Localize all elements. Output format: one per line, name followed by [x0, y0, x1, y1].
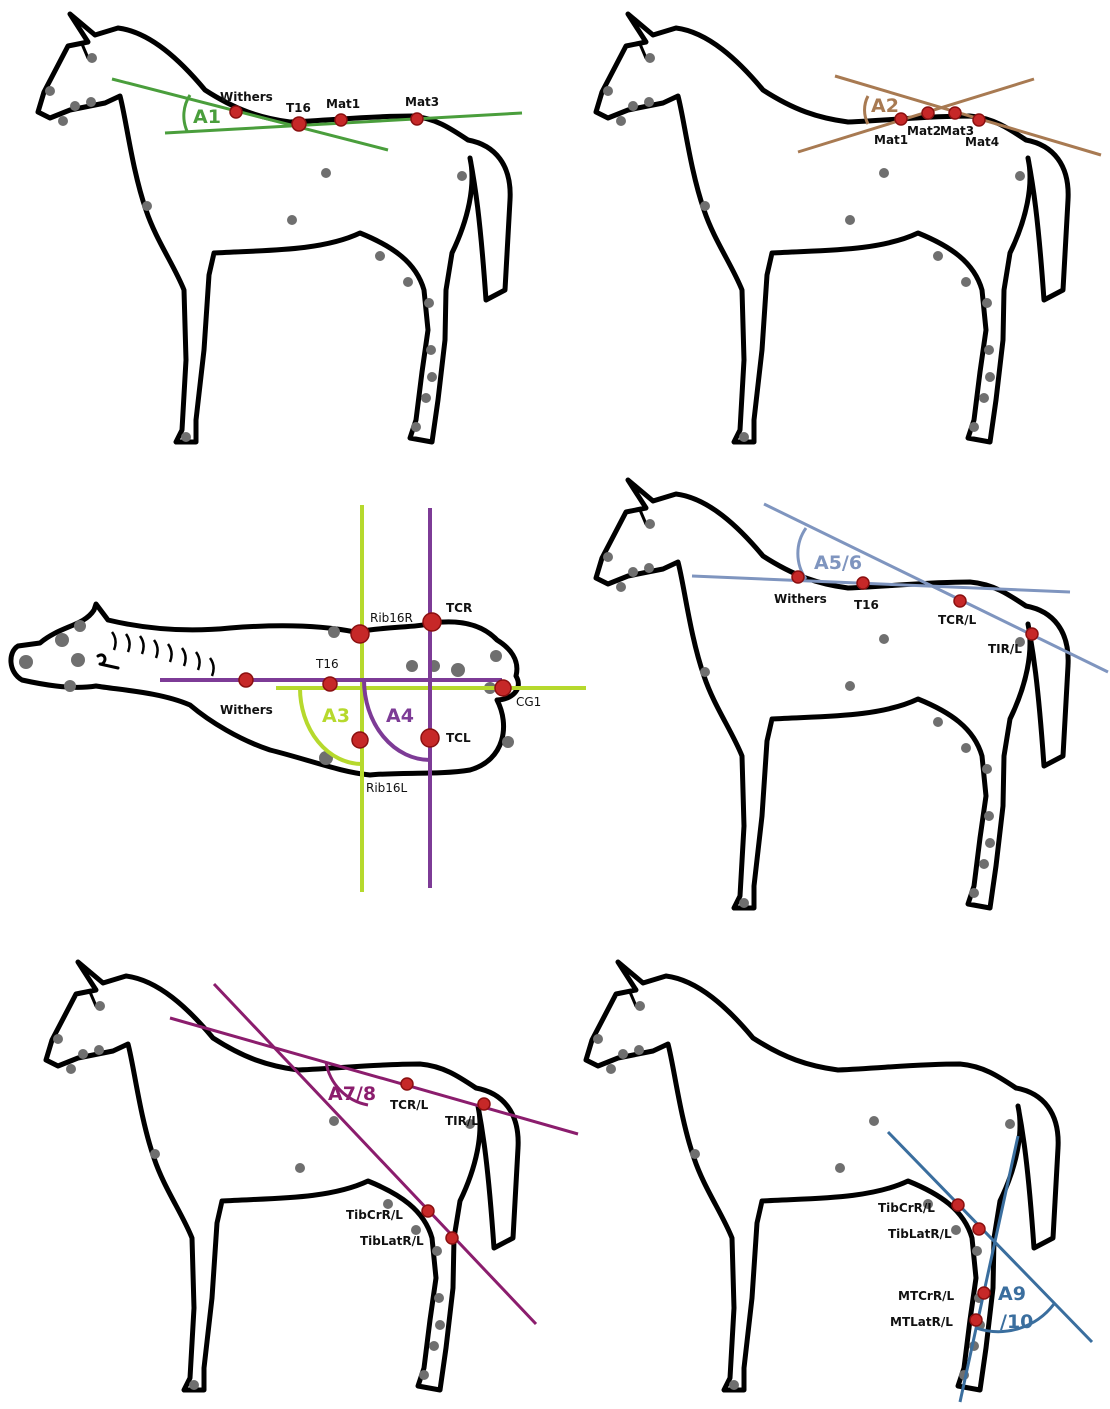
mat3-label: Mat3: [405, 95, 439, 109]
tiblat-landmark: [446, 1232, 458, 1244]
mat3-landmark: [411, 113, 423, 125]
angle-a78-label: A7/8: [328, 1083, 376, 1105]
marker-dots: [45, 53, 467, 442]
a78-line-pelvis: [170, 1018, 578, 1134]
tiblat-label: TibLatR/L: [360, 1234, 424, 1248]
tcl-label: TCL: [446, 731, 471, 745]
panel-1-a1: A1 Withers T16 Mat1 Mat3: [38, 14, 522, 442]
cg1-landmark: [495, 680, 511, 696]
withers-landmark: [230, 106, 242, 118]
mat1-label: Mat1: [326, 97, 360, 111]
t16-label: T16: [315, 657, 339, 671]
tcr-landmark: [401, 1078, 413, 1090]
tir-landmark: [1026, 628, 1038, 640]
mat4-label: Mat4: [965, 135, 999, 149]
withers-label: Withers: [220, 703, 273, 717]
t16-label: T16: [286, 101, 311, 115]
horse-outline: [46, 962, 518, 1390]
angle-a4-label: A4: [386, 705, 414, 727]
tcr-label: TCR/L: [938, 613, 977, 627]
horse-top-eye: [98, 655, 105, 664]
panel-2-a2: A2 Mat1 Mat2 Mat3 Mat4: [596, 14, 1101, 442]
horse-outline: [596, 480, 1068, 908]
rib16l-landmark: [352, 732, 368, 748]
horse-outline: [596, 14, 1068, 442]
tir-label: TIR/L: [988, 642, 1022, 656]
mat1-landmark: [335, 114, 347, 126]
panel-5-a78: A7/8 TCR/L TIR/L TibCrR/L TibLatR/L: [46, 962, 578, 1390]
tibcr-label: TibCrR/L: [346, 1208, 403, 1222]
horse-top-mouth: [100, 664, 118, 668]
rib16r-label: Rib16R: [370, 611, 413, 625]
withers-landmark: [239, 673, 253, 687]
mat1-label: Mat1: [874, 133, 908, 147]
angle-a2-label: A2: [871, 95, 899, 117]
panel-3-a3-a4: Rib16R TCR T16 Withers CG1 TCL Rib16L A3…: [11, 505, 586, 892]
mat2-label: Mat2: [907, 124, 941, 138]
horse-outline: [38, 14, 510, 442]
mtcr-label: MTCrR/L: [898, 1289, 954, 1303]
tiblat-landmark: [973, 1223, 985, 1235]
mat3-landmark: [949, 107, 961, 119]
a910-line-metatarsus: [960, 1136, 1018, 1402]
tcr-landmark: [954, 595, 966, 607]
tibcr-label: TibCrR/L: [878, 1201, 935, 1215]
tcr-label: TCR/L: [390, 1098, 429, 1112]
panel-4-a56: A5/6 Withers T16 TCR/L TIR/L: [596, 480, 1108, 908]
a56-line-pelvis: [764, 504, 1108, 672]
angle-a56-label: A5/6: [814, 552, 862, 574]
tir-label: TIR/L: [445, 1114, 479, 1128]
mtlat-landmark: [970, 1314, 982, 1326]
tibcr-landmark: [952, 1199, 964, 1211]
mat4-landmark: [973, 114, 985, 126]
rib16l-label: Rib16L: [366, 781, 408, 795]
tcr-label: TCR: [446, 601, 472, 615]
marker-dots: [53, 1001, 475, 1390]
angle-a3-label: A3: [322, 705, 350, 727]
panel-6-a910: TibCrR/L TibLatR/L MTCrR/L MTLatR/L A9 /…: [586, 962, 1092, 1402]
angle-a10-label: /10: [1000, 1311, 1033, 1333]
tir-landmark: [478, 1098, 490, 1110]
a1-arc: [184, 95, 190, 131]
t16-landmark: [857, 577, 869, 589]
tibcr-landmark: [422, 1205, 434, 1217]
a56-line-back: [692, 576, 1070, 592]
withers-landmark: [792, 571, 804, 583]
mtlat-label: MTLatR/L: [890, 1315, 953, 1329]
angle-a1-label: A1: [193, 106, 221, 128]
tcr-landmark: [423, 613, 441, 631]
angle-a9-label: A9: [998, 1283, 1026, 1305]
rib16r-landmark: [351, 625, 369, 643]
t16-landmark: [323, 677, 337, 691]
mane-strokes: [112, 632, 214, 676]
marker-dots: [603, 53, 1025, 442]
horse-outline: [586, 962, 1058, 1390]
t16-landmark: [292, 117, 306, 131]
mtcr-landmark: [978, 1287, 990, 1299]
marker-dots: [603, 519, 1025, 908]
withers-label: Withers: [774, 592, 827, 606]
t16-label: T16: [854, 598, 879, 612]
a2-arc: [865, 96, 868, 124]
cg1-label: CG1: [516, 695, 541, 709]
tcl-landmark: [421, 729, 439, 747]
tiblat-label: TibLatR/L: [888, 1227, 952, 1241]
mat2-landmark: [922, 107, 934, 119]
withers-label: Withers: [220, 90, 273, 104]
